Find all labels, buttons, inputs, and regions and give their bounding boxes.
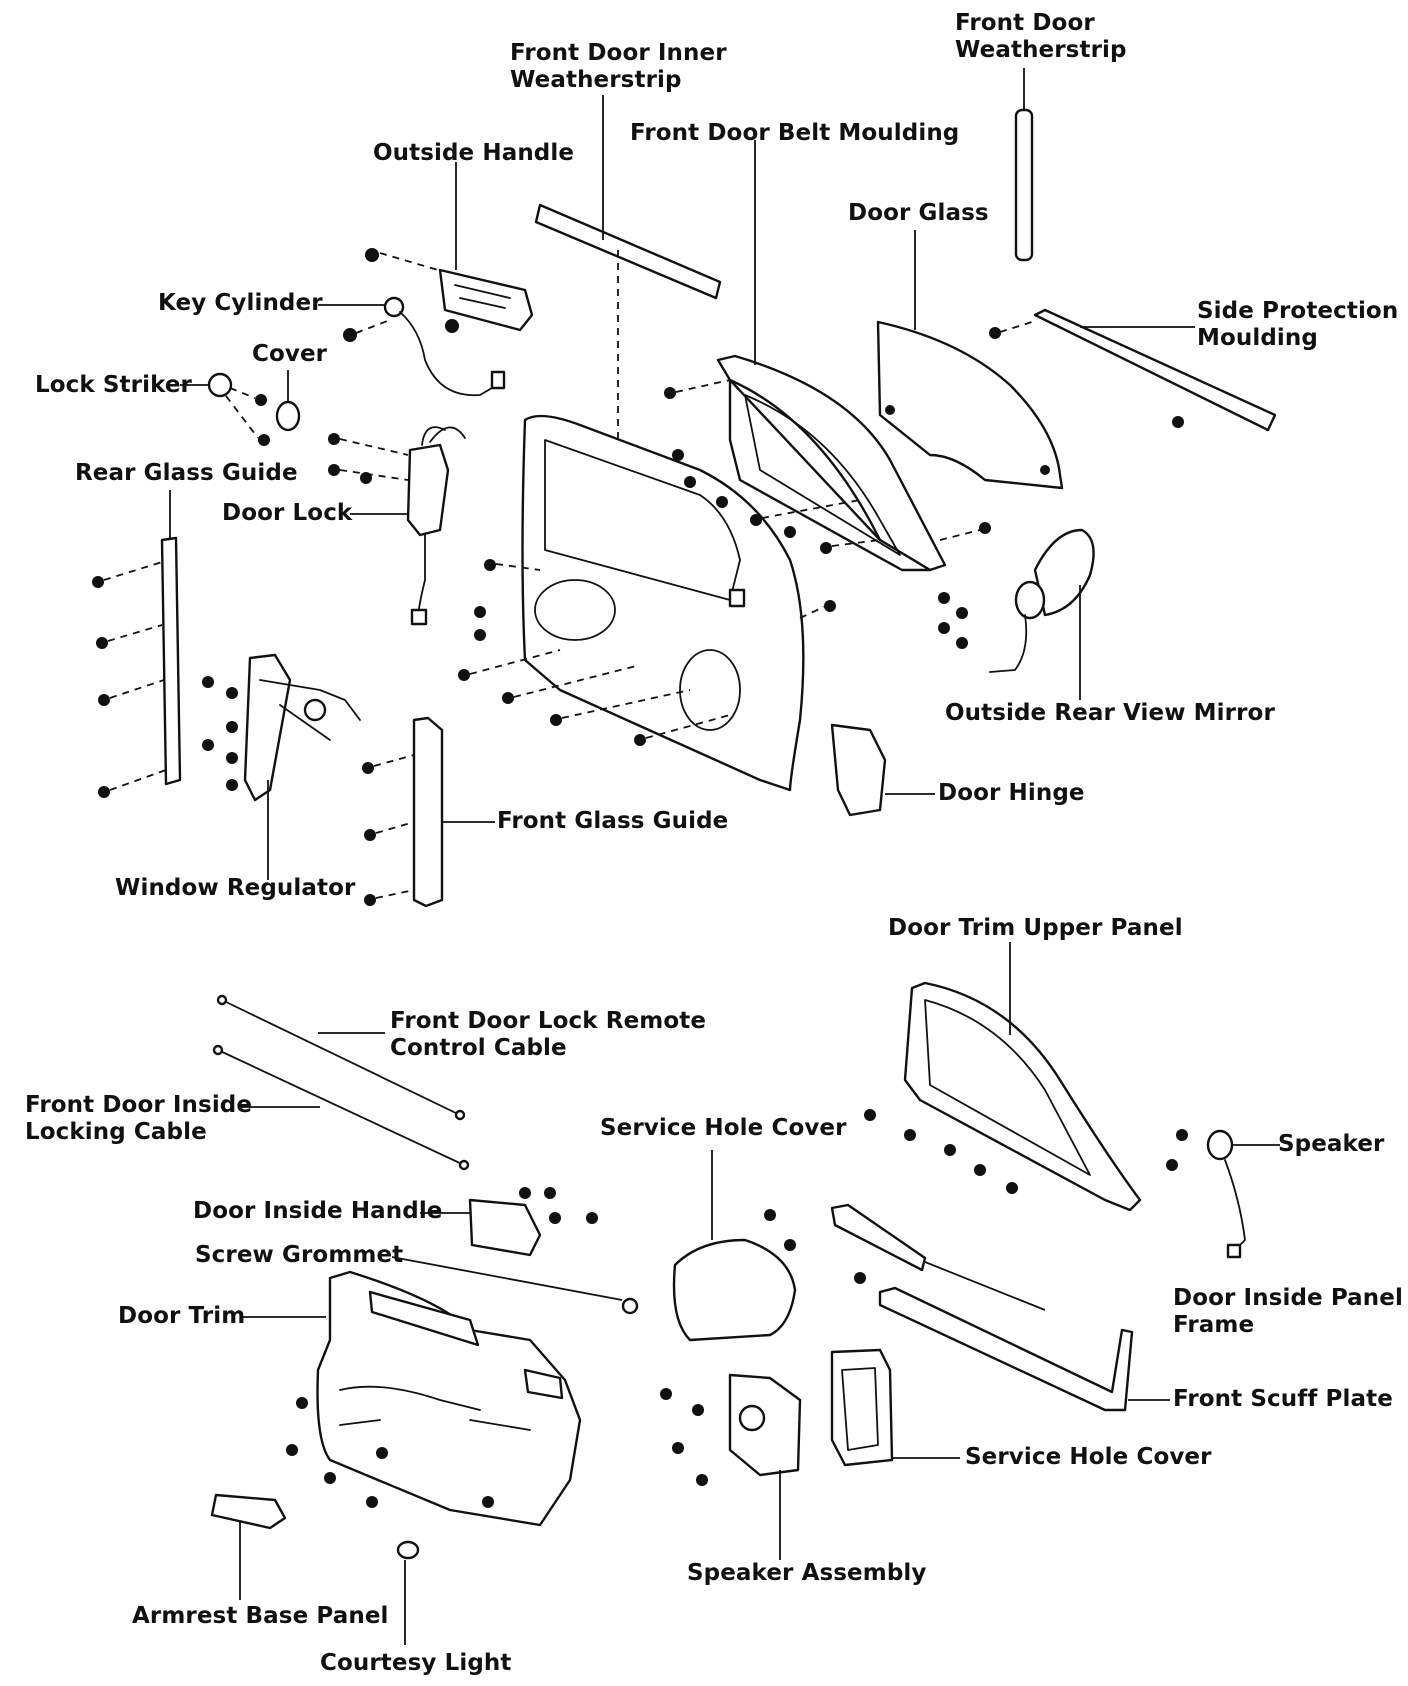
- front-door-inside-locking-cable-part: [212, 1044, 470, 1171]
- label-front-door-inner-weatherstrip: Front Door Inner Weatherstrip: [510, 40, 727, 93]
- label-front-door-inside-locking-cable: Front Door Inside Locking Cable: [25, 1092, 253, 1145]
- label-outside-rear-view-mirror: Outside Rear View Mirror: [945, 700, 1275, 726]
- speaker-part: [1166, 1129, 1280, 1259]
- outside-handle-part: [365, 162, 534, 333]
- front-door-lock-remote-control-cable-part: [216, 994, 466, 1121]
- label-window-regulator: Window Regulator: [115, 875, 356, 901]
- courtesy-light-part: [396, 1540, 420, 1645]
- label-front-door-weatherstrip: Front Door Weatherstrip: [955, 10, 1127, 63]
- label-service-hole-cover-bottom: Service Hole Cover: [965, 1444, 1212, 1470]
- label-key-cylinder: Key Cylinder: [158, 290, 323, 316]
- service-hole-cover-bottom-part: [830, 1348, 960, 1467]
- door-glass-part: [876, 230, 1064, 490]
- label-front-scuff-plate: Front Scuff Plate: [1173, 1386, 1393, 1412]
- door-inside-panel-frame-part: [764, 1203, 1046, 1311]
- door-inside-handle-part: [420, 1187, 598, 1257]
- door-trim-part: [242, 1270, 582, 1527]
- label-door-glass: Door Glass: [848, 200, 989, 226]
- window-regulator-part: [202, 653, 361, 880]
- speaker-assembly-part: [660, 1373, 802, 1560]
- outside-rear-view-mirror-part: [938, 528, 1095, 700]
- label-front-glass-guide: Front Glass Guide: [497, 808, 729, 834]
- rear-glass-guide-part: [92, 490, 182, 798]
- label-rear-glass-guide: Rear Glass Guide: [75, 460, 298, 486]
- armrest-base-panel-part: [210, 1493, 287, 1600]
- label-armrest-base-panel: Armrest Base Panel: [132, 1603, 389, 1629]
- label-side-protection-moulding: Side Protection Moulding: [1197, 298, 1399, 351]
- label-door-trim-upper-panel: Door Trim Upper Panel: [888, 915, 1183, 941]
- label-courtesy-light: Courtesy Light: [320, 1650, 512, 1676]
- door-inner-panel-part: [458, 414, 836, 792]
- cover-part: [275, 370, 301, 432]
- label-door-inside-handle: Door Inside Handle: [193, 1198, 443, 1224]
- label-outside-handle: Outside Handle: [373, 140, 575, 166]
- front-door-belt-moulding-part: [664, 140, 991, 572]
- service-hole-cover-top-part: [672, 1150, 797, 1342]
- label-door-trim: Door Trim: [118, 1303, 246, 1329]
- key-cylinder-part: [318, 296, 506, 397]
- front-glass-guide-part: [362, 716, 495, 908]
- label-speaker-assembly: Speaker Assembly: [687, 1560, 927, 1586]
- label-door-hinge: Door Hinge: [938, 780, 1085, 806]
- label-speaker: Speaker: [1278, 1131, 1385, 1157]
- screw-grommet-part: [391, 1256, 639, 1315]
- door-hinge-part: [830, 723, 935, 817]
- front-scuff-plate-part: [878, 1286, 1170, 1412]
- label-front-door-belt-moulding: Front Door Belt Moulding: [630, 120, 960, 146]
- label-door-lock: Door Lock: [222, 500, 353, 526]
- label-cover: Cover: [252, 341, 328, 367]
- label-lock-striker: Lock Striker: [35, 372, 193, 398]
- front-door-weatherstrip-part: [1014, 68, 1034, 262]
- label-front-door-lock-remote-control-cable: Front Door Lock Remote Control Cable: [390, 1008, 707, 1061]
- label-screw-grommet: Screw Grommet: [195, 1242, 404, 1268]
- lock-striker-part: [180, 372, 270, 446]
- door-lock-part: [328, 426, 466, 626]
- label-service-hole-cover-top: Service Hole Cover: [600, 1115, 847, 1141]
- label-door-inside-panel-frame: Door Inside Panel Frame: [1173, 1285, 1403, 1338]
- door-trim-upper-panel-part: [864, 942, 1142, 1212]
- side-protection-moulding-part: [989, 308, 1277, 432]
